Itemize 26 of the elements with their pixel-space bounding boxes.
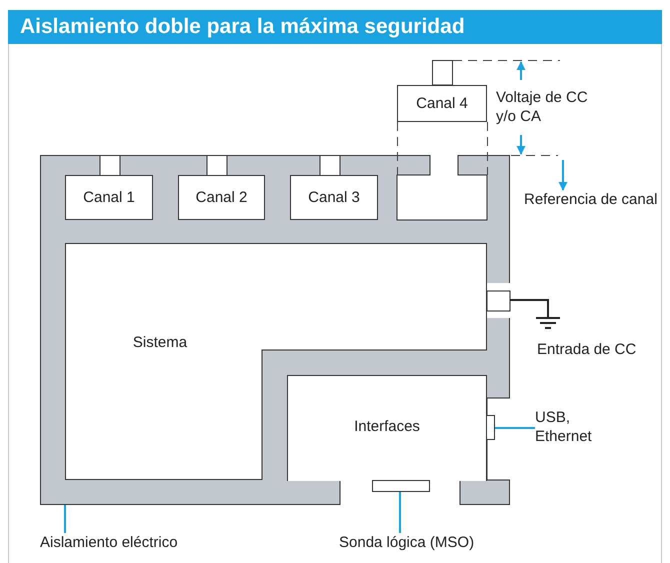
insulation-layer bbox=[40, 155, 510, 505]
channel-label: Canal 3 bbox=[307, 188, 361, 207]
callout-text: Sonda lógica (MSO) bbox=[339, 533, 489, 553]
title-banner: Aislamiento doble para la máxima seguridad bbox=[8, 10, 662, 44]
interfaces-area bbox=[287, 375, 487, 481]
arrow bbox=[558, 160, 568, 191]
channel-label: Canal 1 bbox=[82, 188, 136, 207]
callout-text: USB, Ethernet bbox=[535, 408, 607, 448]
channel-box bbox=[65, 175, 153, 220]
callout-text: Aislamiento eléctrico bbox=[40, 533, 200, 553]
annotation-text: Voltaje de CC y/o CA bbox=[496, 88, 589, 126]
system-area bbox=[65, 243, 487, 480]
callout-text: Referencia de canal bbox=[524, 190, 666, 210]
leader-line bbox=[495, 427, 535, 429]
channel-label: Canal 4 bbox=[415, 94, 469, 113]
annotation-text: Entrada de CC bbox=[537, 340, 638, 359]
usb-port bbox=[486, 415, 495, 440]
channel-box bbox=[290, 175, 378, 220]
channel-box bbox=[397, 85, 487, 122]
channel-box bbox=[178, 175, 265, 220]
leader-line bbox=[64, 505, 66, 533]
logic-probe-port bbox=[372, 480, 430, 492]
area-label: Interfaces bbox=[353, 417, 421, 436]
channel-label: Canal 2 bbox=[194, 188, 248, 207]
leader-line bbox=[399, 492, 401, 533]
area-label: Sistema bbox=[132, 333, 188, 352]
